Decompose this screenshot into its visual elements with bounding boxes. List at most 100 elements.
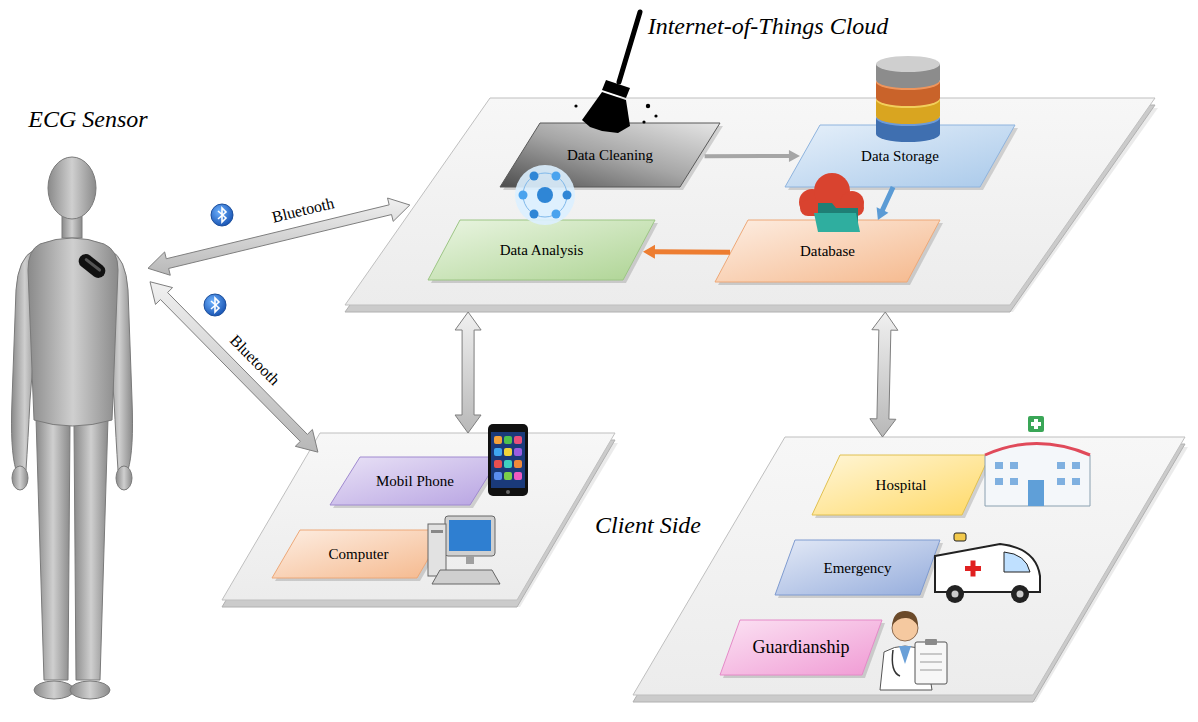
hospital-icon-part xyxy=(1072,462,1080,469)
ambulance-icon-part xyxy=(971,561,976,577)
tile-face xyxy=(330,457,500,505)
connector-label: Bluetooth xyxy=(226,331,284,389)
network-icon-part xyxy=(515,165,575,225)
process-tile: Data Analysis xyxy=(428,220,655,280)
ambulance-icon-part xyxy=(954,533,966,541)
mobile-phone-icon-part xyxy=(514,436,522,444)
mobile-phone-icon-part xyxy=(504,472,512,480)
flow-arrow xyxy=(705,150,800,162)
tile-face xyxy=(500,123,720,187)
computer-icon-part xyxy=(431,530,443,533)
person-figure-part xyxy=(70,681,110,699)
computer-icon-part xyxy=(449,520,491,551)
ambulance-icon-part xyxy=(1017,591,1024,598)
broom-icon-part xyxy=(582,92,630,133)
tile-label: Computer xyxy=(329,545,389,563)
doctor-icon-part xyxy=(920,654,942,655)
bluetooth-icon-part xyxy=(218,208,226,222)
cloud-folder-icon-part xyxy=(814,213,860,232)
hospital-icon-part xyxy=(1072,478,1080,485)
doctor-icon-part xyxy=(915,642,947,684)
broom-icon-part xyxy=(619,12,640,82)
client-tile: Computer xyxy=(272,530,445,578)
mobile-phone-icon-part xyxy=(488,424,528,496)
mobile-phone-icon-part xyxy=(514,460,522,468)
doctor-icon-part xyxy=(899,646,911,664)
hospital-icon-part xyxy=(1010,478,1018,485)
computer-icon xyxy=(428,516,500,584)
bluetooth-icon-part xyxy=(211,204,233,226)
network-icon-part xyxy=(523,173,567,217)
mobile-phone-icon-part xyxy=(506,490,510,494)
computer-icon-part xyxy=(445,516,495,556)
flow-arrow xyxy=(877,186,896,220)
person-figure-part xyxy=(28,238,118,426)
mobile-phone-icon-part xyxy=(494,472,502,480)
network-icon-part xyxy=(552,210,561,219)
hospital-icon-part xyxy=(995,462,1003,469)
broom-icon-part xyxy=(642,120,645,123)
mobile-phone-icon-part xyxy=(514,472,522,480)
tile-label: Data Analysis xyxy=(500,241,584,259)
bluetooth-icon xyxy=(211,204,233,226)
broom-icon xyxy=(574,12,657,133)
network-icon-part xyxy=(552,172,561,181)
section-heading: ECG Sensor xyxy=(17,105,159,134)
hospital-icon-part xyxy=(1057,462,1065,469)
computer-icon-part xyxy=(428,524,446,576)
ambulance-icon-part xyxy=(1004,552,1030,572)
doctor-icon-part xyxy=(920,662,942,663)
computer-icon-part xyxy=(432,570,500,584)
hospital-icon-part xyxy=(1010,462,1018,469)
ecg-sensor-patch xyxy=(76,251,108,281)
mobile-phone-icon-part xyxy=(491,432,525,488)
broom-icon-part xyxy=(574,104,577,107)
connector-label: Bluetooth xyxy=(270,193,336,226)
network-icon xyxy=(515,165,575,225)
person-figure xyxy=(12,157,133,699)
tile-label: Emergency xyxy=(823,559,891,577)
ambulance-icon-part xyxy=(935,544,1040,592)
hospital-icon-part xyxy=(1028,416,1044,432)
cloud-platform: Internet-of-Things CloudData CleaningDat… xyxy=(345,98,1155,312)
network-icon-part xyxy=(530,210,539,219)
tile-label: Mobil Phone xyxy=(376,472,454,490)
bluetooth-icon xyxy=(204,294,226,316)
mobile-phone-icon-part xyxy=(504,436,512,444)
tile-label: Guardianship xyxy=(753,637,850,659)
service-tile: Emergency xyxy=(775,540,940,595)
tile-face xyxy=(812,455,990,515)
mobile-phone-icon-part xyxy=(514,448,522,456)
network-icon-part xyxy=(519,191,528,200)
tile-face xyxy=(775,540,940,595)
platform-face xyxy=(345,98,1155,305)
hospital-icon-part xyxy=(1031,422,1041,426)
person-figure-part xyxy=(74,418,108,680)
client-tile: Mobil Phone xyxy=(330,457,500,505)
ecg-sensor-patch-part xyxy=(76,251,108,281)
double-arrow xyxy=(150,282,318,452)
tile-label: Database xyxy=(800,242,855,260)
broom-icon-part xyxy=(654,114,657,117)
hospital-icon-part xyxy=(985,444,1090,456)
cloud-folder-icon xyxy=(799,173,864,232)
double-arrow xyxy=(870,312,898,437)
service-tile: Hospital xyxy=(812,455,990,515)
database-icon-part xyxy=(876,56,940,72)
ambulance-icon-part xyxy=(1011,585,1029,603)
tile-face xyxy=(720,620,882,675)
tile-label: Data Storage xyxy=(861,147,939,165)
bluetooth-icon-part xyxy=(204,294,226,316)
hospital-icon-part xyxy=(1028,480,1044,506)
section-heading: Internet-of-Things Cloud xyxy=(363,12,1173,41)
ambulance-icon-part xyxy=(952,591,959,598)
flow-arrow xyxy=(643,245,730,259)
tile-face xyxy=(272,530,445,578)
hospital-icon-part xyxy=(995,478,1003,485)
network-icon-part xyxy=(530,172,539,181)
mobile-phone-icon-part xyxy=(494,448,502,456)
